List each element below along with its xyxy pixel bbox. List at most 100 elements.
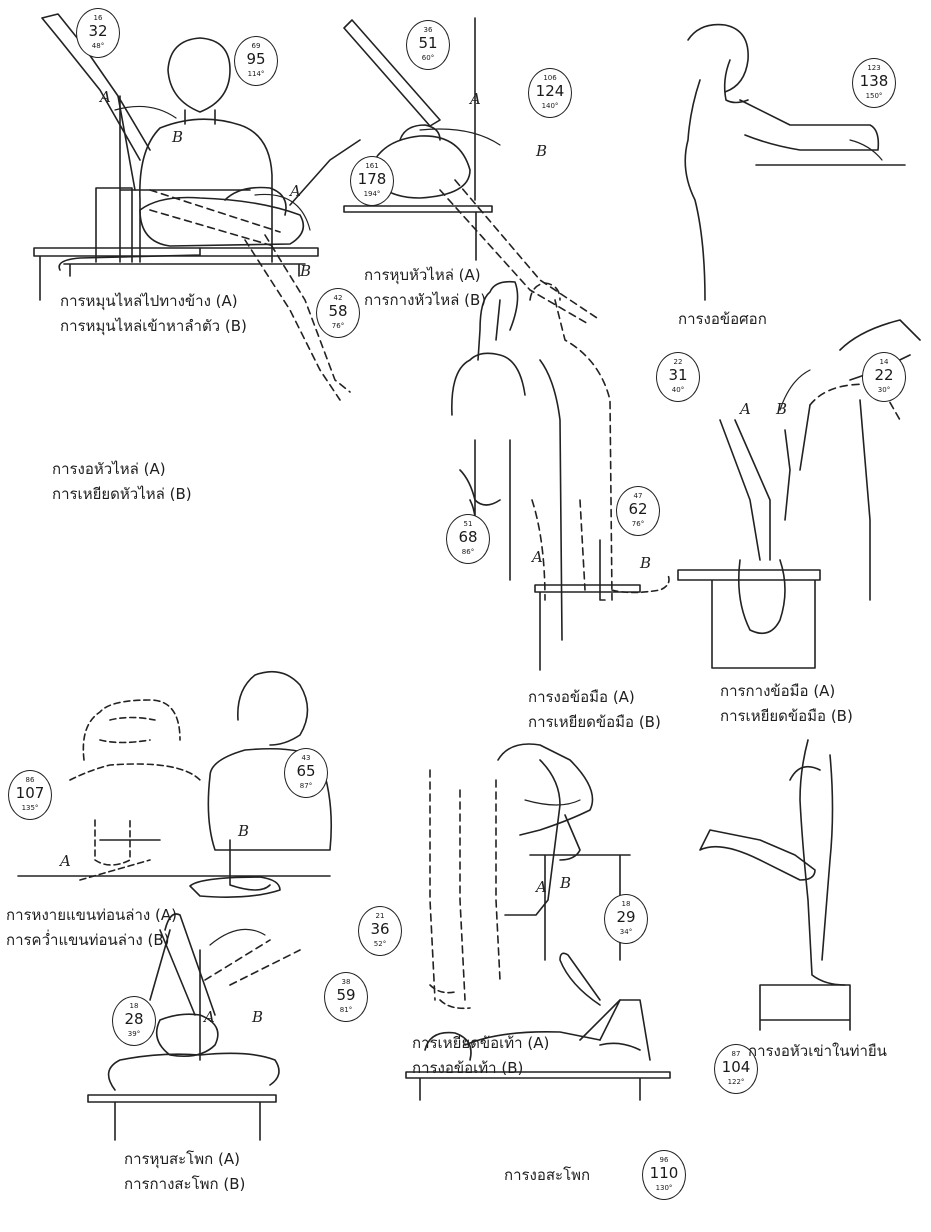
gauge-hip-flexion: 96 110 130° xyxy=(642,1150,686,1200)
angle-label-b: B xyxy=(300,262,311,280)
gauge-wrist-flexion: 51 68 86° xyxy=(446,514,490,564)
angle-label-b: B xyxy=(172,128,183,146)
caption-line: การหงายแขนท่อนล่าง (A) xyxy=(6,906,177,925)
gauge-min: 69 xyxy=(235,42,277,50)
caption-knee-flexion: การงอหัวเข่าในท่ายืน xyxy=(748,1042,887,1061)
gauge-avg: 110 xyxy=(643,1165,685,1182)
gauge-min: 96 xyxy=(643,1156,685,1164)
gauge-shoulder-adduction: 36 51 60° xyxy=(406,20,450,70)
caption-line: การงอข้อศอก xyxy=(678,310,767,329)
angle-label-b: B xyxy=(560,874,571,892)
gauge-max: 34° xyxy=(605,928,647,936)
gauge-max: 52° xyxy=(359,940,401,948)
caption-hip-abduction: การหุบสะโพก (A) การกางสะโพก (B) xyxy=(124,1150,245,1194)
gauge-max: 76° xyxy=(317,322,359,330)
figure-knee-flexion xyxy=(700,740,850,1030)
gauge-max: 39° xyxy=(113,1030,155,1038)
gauge-avg: 178 xyxy=(351,171,393,188)
gauge-max: 114° xyxy=(235,70,277,78)
caption-line: การเหยียดข้อมือ (B) xyxy=(528,713,661,732)
figure-shoulder-flexion xyxy=(34,140,360,400)
gauge-min: 123 xyxy=(853,64,895,72)
gauge-avg: 58 xyxy=(317,303,359,320)
gauge-avg: 68 xyxy=(447,529,489,546)
gauge-max: 76° xyxy=(617,520,659,528)
gauge-avg: 51 xyxy=(407,35,449,52)
angle-label-b: B xyxy=(252,1008,263,1026)
gauge-min: 42 xyxy=(317,294,359,302)
caption-line: การกางข้อมือ (A) xyxy=(720,682,853,701)
caption-forearm: การหงายแขนท่อนล่าง (A) การคว่ำแขนท่อนล่า… xyxy=(6,906,177,950)
gauge-avg: 59 xyxy=(325,987,367,1004)
gauge-min: 86 xyxy=(9,776,51,784)
gauge-avg: 65 xyxy=(285,763,327,780)
gauge-forearm-pronation: 43 65 87° xyxy=(284,748,328,798)
gauge-max: 81° xyxy=(325,1006,367,1014)
caption-wrist-flexion: การงอข้อมือ (A) การเหยียดข้อมือ (B) xyxy=(528,688,661,732)
angle-label-a: A xyxy=(100,88,111,106)
gauge-min: 47 xyxy=(617,492,659,500)
caption-hip-flexion: การงอสะโพก xyxy=(504,1166,590,1185)
caption-line: การคว่ำแขนท่อนล่าง (B) xyxy=(6,931,177,950)
gauge-max: 194° xyxy=(351,190,393,198)
gauge-avg: 31 xyxy=(657,367,699,384)
gauge-avg: 138 xyxy=(853,73,895,90)
gauge-max: 140° xyxy=(529,102,571,110)
gauge-min: 43 xyxy=(285,754,327,762)
angle-label-b: B xyxy=(640,554,651,572)
caption-line: การหมุนไหล่ไปทางข้าง (A) xyxy=(60,292,247,311)
caption-line: การเหยียดข้อมือ (B) xyxy=(720,707,853,726)
caption-line: การงอหัวเข่าในท่ายืน xyxy=(748,1042,887,1061)
caption-shoulder-rotation: การหมุนไหล่ไปทางข้าง (A) การหมุนไหล่เข้า… xyxy=(60,292,247,336)
gauge-max: 122° xyxy=(715,1078,757,1086)
gauge-min: 16 xyxy=(77,14,119,22)
gauge-shoulder-lateral-rotation: 16 32 48° xyxy=(76,8,120,58)
caption-ankle: การเหยียดข้อเท้า (A) การงอข้อเท้า (B) xyxy=(412,1034,549,1078)
angle-label-a: A xyxy=(60,852,71,870)
gauge-avg: 22 xyxy=(863,367,905,384)
caption-line: การหุบสะโพก (A) xyxy=(124,1150,245,1169)
gauge-avg: 107 xyxy=(9,785,51,802)
gauge-shoulder-extension: 42 58 76° xyxy=(316,288,360,338)
gauge-max: 86° xyxy=(447,548,489,556)
angle-label-b: B xyxy=(238,822,249,840)
gauge-max: 130° xyxy=(643,1184,685,1192)
caption-line: การงอหัวไหล่ (A) xyxy=(52,460,192,479)
angle-label-a: A xyxy=(290,182,301,200)
gauge-ankle-extension: 21 36 52° xyxy=(358,906,402,956)
caption-elbow-flexion: การงอข้อศอก xyxy=(678,310,767,329)
figure-hip-flexion xyxy=(406,953,670,1100)
gauge-avg: 124 xyxy=(529,83,571,100)
caption-wrist-abduction: การกางข้อมือ (A) การเหยียดข้อมือ (B) xyxy=(720,682,853,726)
gauge-wrist-ulnar: 14 22 30° xyxy=(862,352,906,402)
gauge-min: 36 xyxy=(407,26,449,34)
gauge-wrist-radial: 22 31 40° xyxy=(656,352,700,402)
caption-line: การเหยียดหัวไหล่ (B) xyxy=(52,485,192,504)
gauge-min: 14 xyxy=(863,358,905,366)
angle-label-b: B xyxy=(776,400,787,418)
angle-label-a: A xyxy=(532,548,543,566)
gauge-max: 135° xyxy=(9,804,51,812)
gauge-max: 87° xyxy=(285,782,327,790)
gauge-max: 40° xyxy=(657,386,699,394)
caption-line: การงอข้อมือ (A) xyxy=(528,688,661,707)
figure-standing-back-view xyxy=(452,282,669,670)
caption-line: การหมุนไหล่เข้าหาลำตัว (B) xyxy=(60,317,247,336)
gauge-ankle-flexion: 18 29 34° xyxy=(604,894,648,944)
gauge-min: 51 xyxy=(447,520,489,528)
caption-shoulder-abduction: การหุบหัวไหล่ (A) การกางหัวไหล่ (B) xyxy=(364,266,486,310)
angle-label-a: A xyxy=(470,90,481,108)
gauge-shoulder-abduction: 106 124 140° xyxy=(528,68,572,118)
gauge-max: 30° xyxy=(863,386,905,394)
angle-label-b: B xyxy=(536,142,547,160)
gauge-max: 60° xyxy=(407,54,449,62)
gauge-max: 150° xyxy=(853,92,895,100)
gauge-max: 48° xyxy=(77,42,119,50)
gauge-forearm-supination: 86 107 135° xyxy=(8,770,52,820)
gauge-elbow-flexion: 123 138 150° xyxy=(852,58,896,108)
gauge-shoulder-flexion: 161 178 194° xyxy=(350,156,394,206)
gauge-avg: 28 xyxy=(113,1011,155,1028)
gauge-hip-abduction: 38 59 81° xyxy=(324,972,368,1022)
gauge-avg: 32 xyxy=(77,23,119,40)
caption-line: การเหยียดข้อเท้า (A) xyxy=(412,1034,549,1053)
